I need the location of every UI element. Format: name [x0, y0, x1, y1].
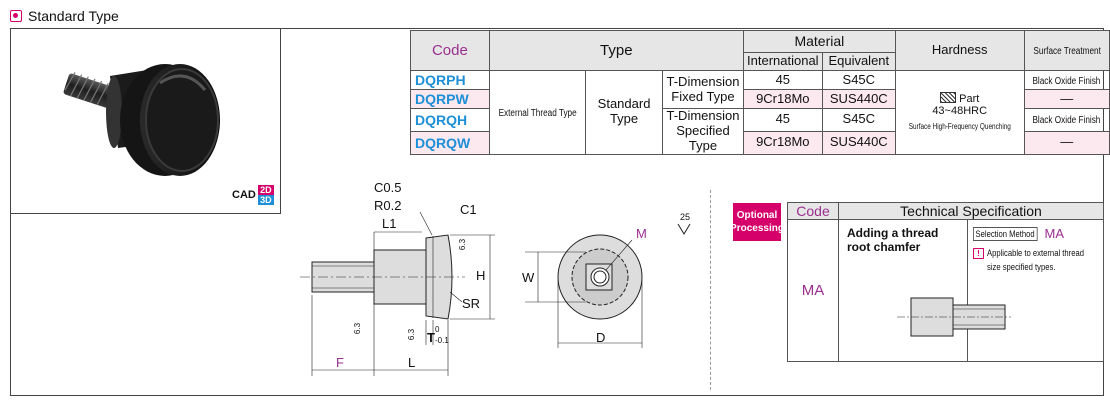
dim-d: D: [596, 330, 606, 345]
equiv-material: S45C: [821, 70, 896, 90]
equivalent-header: Equivalent: [821, 52, 896, 71]
dim-sr: SR: [462, 296, 481, 311]
dim-t-tol-dn: -0.1: [435, 336, 449, 345]
intl-material: 45: [742, 108, 823, 132]
opt-note: ! Applicable to external thread size spe…: [973, 246, 1101, 274]
intl-material: 9Cr18Mo: [742, 89, 823, 109]
cad-3d-label[interactable]: 3D: [257, 195, 274, 205]
surface-treatment: Black Oxide Finish: [1023, 70, 1110, 90]
opt-code[interactable]: MA: [787, 219, 839, 362]
type-standard: Standard Type: [584, 70, 664, 155]
dim-f: F: [336, 355, 344, 370]
dim-m: M: [636, 226, 647, 241]
dim-c05: C0.5: [374, 180, 402, 195]
hardness-header: Hardness: [894, 30, 1025, 71]
surface-treatment: —: [1023, 130, 1110, 155]
info-icon: !: [973, 248, 984, 259]
intl-material: 9Cr18Mo: [742, 130, 823, 155]
side-view-drawing: [300, 211, 495, 376]
selection-method-label: Selection Method: [973, 226, 1038, 241]
section-title: Standard Type: [28, 8, 119, 24]
type-header: Type: [488, 30, 744, 71]
roughness-mark: 6.3: [458, 238, 468, 251]
product-code[interactable]: DQRPW: [410, 89, 490, 109]
selection-code: MA: [1044, 226, 1065, 241]
dim-l: L: [408, 355, 416, 370]
roughness-mark: 6.3: [407, 328, 417, 341]
product-code[interactable]: DQRQW: [410, 130, 490, 155]
equiv-material: SUS440C: [821, 89, 896, 109]
dim-t-tol-up: 0: [435, 325, 440, 334]
general-roughness: 25: [680, 212, 691, 222]
cad-badge[interactable]: CAD 2D 3D: [230, 185, 274, 205]
surface-header: Surface Treatment: [1023, 30, 1110, 71]
spec-table: Code Type Material Hardness Surface Trea…: [410, 30, 1110, 155]
cad-2d-label[interactable]: 2D: [257, 185, 274, 195]
optional-table: Code Technical Specification MA Adding a…: [787, 202, 1104, 362]
surface-treatment: Black Oxide Finish: [1023, 108, 1110, 132]
content-frame: [10, 28, 1104, 396]
section-marker-icon: [10, 10, 22, 22]
product-image: [63, 64, 220, 176]
dim-l1: L1: [382, 216, 397, 231]
opt-code-header: Code: [787, 202, 839, 220]
surface-treatment: —: [1023, 89, 1110, 109]
opt-spec-header: Technical Specification: [838, 202, 1104, 220]
divider: [710, 190, 711, 390]
product-photo: [10, 28, 281, 214]
roughness-triangle-icon: [677, 223, 691, 235]
cad-label: CAD: [232, 189, 256, 201]
material-header: Material: [742, 30, 896, 53]
international-header: International: [742, 52, 823, 71]
equiv-material: SUS440C: [821, 130, 896, 155]
dim-w: W: [522, 270, 535, 285]
dim-c1: C1: [460, 202, 477, 217]
hardness-cell: Part 43~48HRC Surface High-Frequency Que…: [894, 70, 1025, 155]
dim-r02: R0.2: [374, 198, 402, 213]
intl-material: 45: [742, 70, 823, 90]
product-code[interactable]: DQRQH: [410, 108, 490, 132]
equiv-material: S45C: [821, 108, 896, 132]
chamfer-drawing: [897, 297, 1011, 337]
type-external-thread: External Thread Type: [488, 70, 586, 155]
section-header: Standard Type: [10, 6, 119, 26]
roughness-mark: 6.3: [353, 322, 363, 335]
dim-h: H: [476, 268, 486, 283]
hatch-icon: [940, 91, 957, 103]
product-code[interactable]: DQRPH: [410, 70, 490, 90]
front-view-drawing: [525, 234, 643, 348]
code-header: Code: [410, 30, 490, 71]
dim-t: T: [427, 330, 435, 345]
